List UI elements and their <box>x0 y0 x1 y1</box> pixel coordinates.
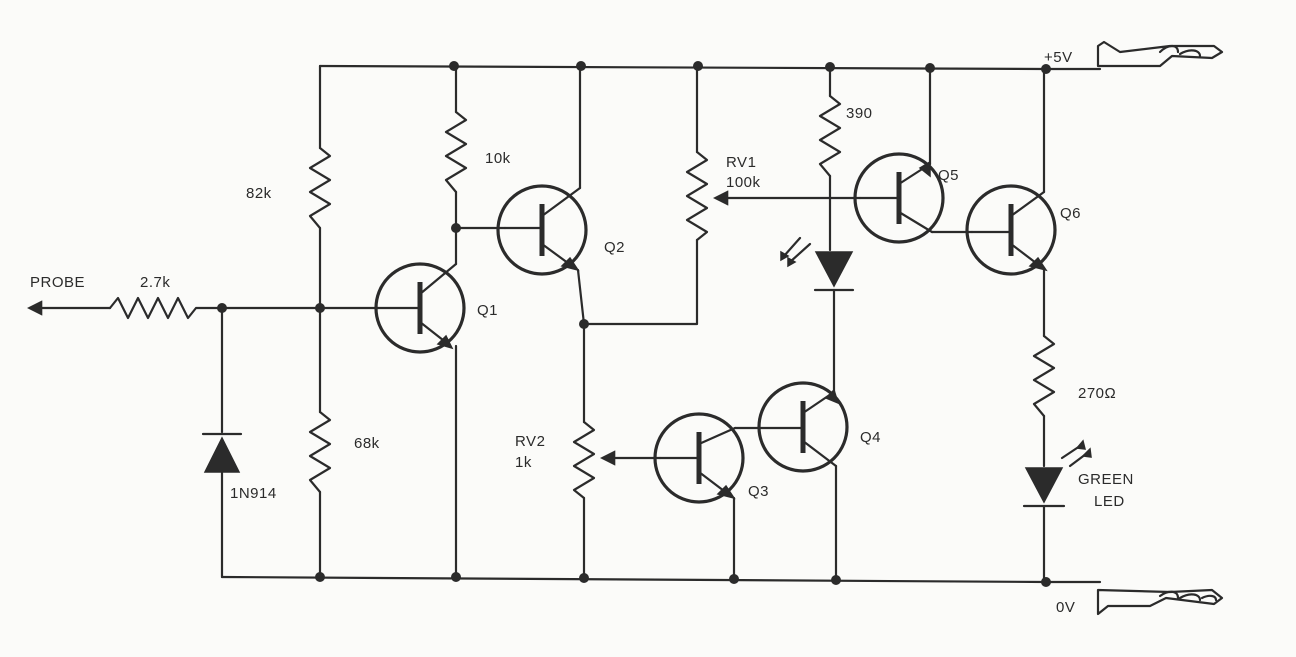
q2-transistor <box>496 184 588 276</box>
junction-dots <box>217 61 1051 587</box>
resistor-270 <box>1032 334 1056 418</box>
q3-label: Q3 <box>748 483 769 500</box>
ground-rail <box>220 575 1048 584</box>
rv2-name-label: RV2 <box>515 433 545 450</box>
q1-transistor <box>374 262 466 354</box>
q5-transistor <box>853 152 945 244</box>
q5-label: Q5 <box>938 167 959 184</box>
diode-1n914 <box>203 436 241 473</box>
resistor-10k <box>444 110 468 194</box>
rv1-potentiometer <box>685 150 709 242</box>
resistor-390-label: 390 <box>846 105 873 122</box>
led-label-line1: GREEN <box>1078 471 1134 488</box>
rv2-value-label: 1k <box>515 454 532 471</box>
q2-label: Q2 <box>604 239 625 256</box>
q3-transistor <box>653 412 745 504</box>
rv2-potentiometer <box>572 420 596 500</box>
zero-v-label: 0V <box>1056 599 1075 616</box>
q1-label: Q1 <box>477 302 498 319</box>
resistor-68k <box>308 410 332 494</box>
resistor-390 <box>818 94 842 178</box>
led-label-line2: LED <box>1094 493 1125 510</box>
zero-v-clip-icon <box>1044 580 1224 616</box>
resistor-2k7-label: 2.7k <box>140 274 170 291</box>
green-led <box>1024 467 1064 504</box>
rv1-name-label: RV1 <box>726 154 756 171</box>
resistor-82k <box>308 146 332 230</box>
q4-label: Q4 <box>860 429 881 446</box>
plus5v-label: +5V <box>1044 49 1073 66</box>
q6-label: Q6 <box>1060 205 1081 222</box>
positive-rail <box>318 64 1048 71</box>
diode-label: 1N914 <box>230 485 277 502</box>
rv1-value-label: 100k <box>726 174 761 191</box>
resistor-82k-label: 82k <box>246 185 272 202</box>
rv1-wire <box>582 64 699 326</box>
resistor-68k-label: 68k <box>354 435 380 452</box>
red-led <box>814 251 854 288</box>
plus5v-clip-icon <box>1044 40 1224 71</box>
probe-label: PROBE <box>30 274 85 291</box>
resistor-10k-label: 10k <box>485 150 511 167</box>
resistor-270-label: 270Ω <box>1078 385 1116 402</box>
q6-transistor <box>965 184 1057 276</box>
resistor-2k7 <box>108 296 224 320</box>
